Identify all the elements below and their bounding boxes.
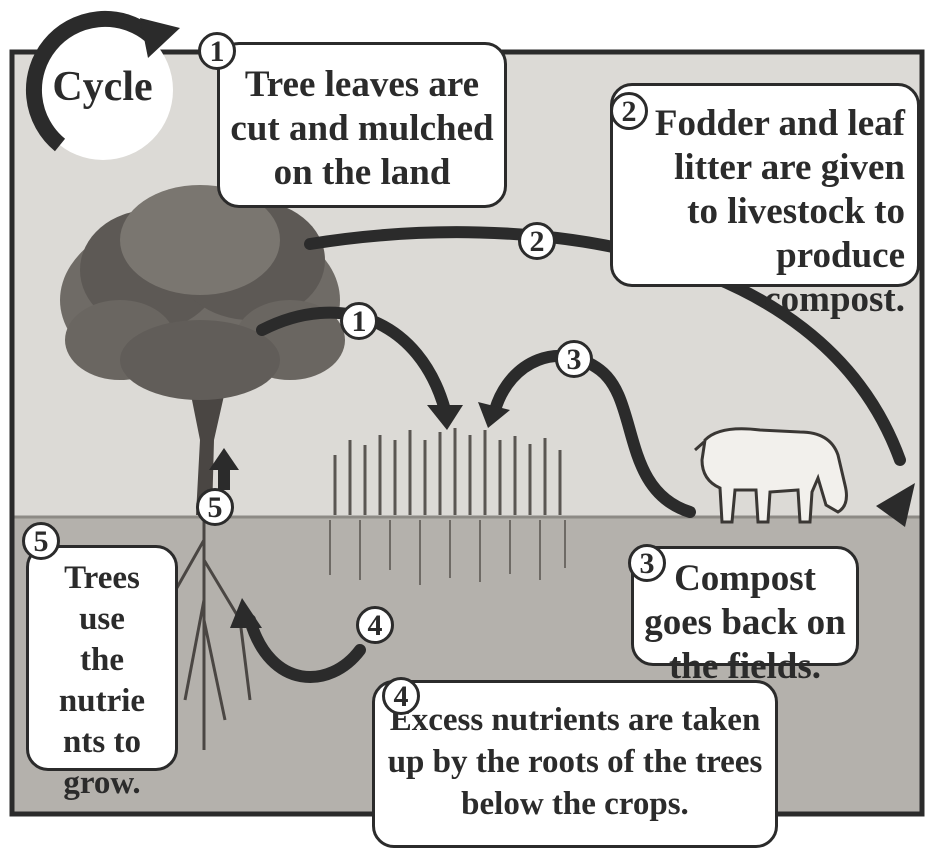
diagram-marker-5: 5 [196, 488, 234, 526]
callout-step-1-text: Tree leaves are cut and mulched on the l… [230, 63, 494, 195]
callout-step-2-text: Fodder and leaf litter are given to live… [643, 102, 905, 322]
diagram-marker-2: 2 [518, 222, 556, 260]
diagram-marker-3: 3 [555, 340, 593, 378]
callout-number-4: 4 [382, 677, 420, 715]
callout-number-2: 2 [610, 92, 648, 130]
callout-step-4: Excess nutrients are taken up by the roo… [372, 680, 778, 848]
diagram-title: Cycle [40, 63, 165, 111]
diagram-marker-1: 1 [340, 302, 378, 340]
callout-step-4-text: Excess nutrients are taken up by the roo… [385, 699, 765, 825]
diagram-marker-4: 4 [356, 606, 394, 644]
callout-number-5: 5 [22, 522, 60, 560]
callout-step-2: Fodder and leaf litter are given to live… [610, 83, 920, 287]
callout-step-5-text: Trees use the nutrients to grow. [55, 558, 149, 804]
callout-number-3: 3 [628, 544, 666, 582]
callout-step-1: Tree leaves are cut and mulched on the l… [217, 42, 507, 208]
callout-step-3-text: Compost goes back on the fields. [642, 557, 848, 689]
callout-step-5: Trees use the nutrients to grow. [26, 545, 178, 771]
callout-number-1: 1 [198, 32, 236, 70]
